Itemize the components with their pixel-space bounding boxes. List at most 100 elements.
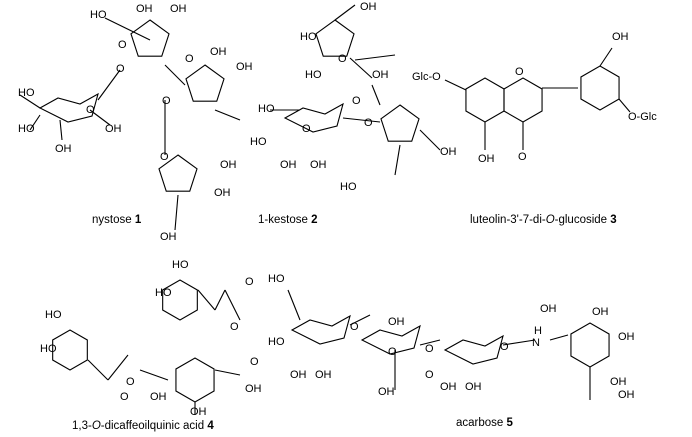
atom-label: OH bbox=[618, 331, 635, 343]
atom-label: N bbox=[532, 337, 540, 349]
atom-label: OH bbox=[388, 316, 405, 328]
atom-label: OH bbox=[315, 369, 332, 381]
bond bbox=[97, 69, 121, 101]
fructofuranose-ring bbox=[380, 104, 420, 142]
atom-label: O bbox=[126, 376, 135, 388]
atom-label: OH bbox=[465, 381, 482, 393]
bond bbox=[104, 17, 151, 41]
compound-name: -dicaffeoilquinic acid bbox=[100, 420, 205, 432]
sugar-ring bbox=[443, 334, 504, 365]
atom-label: O-Glc bbox=[628, 111, 657, 123]
bond bbox=[107, 354, 129, 381]
atom-label: O bbox=[118, 39, 127, 51]
atom-label: O bbox=[425, 343, 434, 355]
bond bbox=[349, 314, 371, 326]
bond bbox=[164, 64, 186, 86]
atom-label: O bbox=[515, 66, 524, 78]
caption-dicaffeoilquinic-acid: 1,3-O-dicaffeoilquinic acid 4 bbox=[72, 420, 214, 432]
atom-label: OH bbox=[236, 61, 253, 73]
bond bbox=[19, 94, 41, 109]
compound-number: 2 bbox=[311, 214, 318, 226]
sugar-ring bbox=[290, 314, 351, 345]
atom-label: OH bbox=[478, 153, 495, 165]
compound-name: 1-kestose bbox=[258, 214, 308, 226]
compound-number: 5 bbox=[506, 417, 513, 429]
atom-label: OH bbox=[105, 123, 122, 135]
compound-name-italic: O bbox=[91, 420, 101, 432]
caption-nystose: nystose 1 bbox=[92, 214, 141, 226]
compound-number: 1 bbox=[134, 214, 142, 226]
bond bbox=[139, 369, 169, 381]
caption-luteolin-glucoside: luteolin-3'-7-di-O-glucoside 3 bbox=[470, 214, 617, 226]
atom-label: O bbox=[250, 356, 259, 368]
cyclohexane-ring bbox=[175, 357, 215, 403]
atom-label: O bbox=[162, 95, 171, 107]
bond bbox=[342, 117, 381, 123]
bond bbox=[197, 289, 216, 311]
atom-label: O bbox=[352, 95, 361, 107]
atom-label: O bbox=[185, 53, 194, 65]
compound-name: luteolin-3'-7-di- bbox=[470, 214, 546, 226]
atom-label: OH bbox=[612, 31, 629, 43]
atom-label: OH bbox=[372, 69, 389, 81]
atom-label: OH bbox=[610, 376, 627, 388]
atom-label: OH bbox=[290, 369, 307, 381]
bond bbox=[334, 4, 356, 21]
atom-label: OH bbox=[618, 389, 635, 401]
atom-label: OH bbox=[210, 46, 227, 58]
compound-name-suffix: -glucoside bbox=[554, 214, 608, 226]
atom-label: HO bbox=[40, 343, 57, 355]
atom-label: O bbox=[120, 391, 129, 403]
atom-label: HO bbox=[172, 259, 189, 271]
compound-name-italic: O bbox=[545, 214, 555, 226]
atom-label: OH bbox=[378, 386, 395, 398]
bond bbox=[214, 289, 226, 311]
bond bbox=[549, 334, 569, 341]
caffeoyl-ring bbox=[52, 329, 88, 371]
caption-1-kestose: 1-kestose 2 bbox=[258, 214, 317, 226]
bond bbox=[354, 54, 396, 61]
atom-label: O bbox=[364, 117, 373, 129]
atom-label: OH bbox=[310, 159, 327, 171]
atom-label: HO bbox=[155, 287, 172, 299]
bond bbox=[371, 84, 381, 106]
atom-label: OH bbox=[360, 1, 377, 13]
atom-label: OH bbox=[440, 381, 457, 393]
atom-label: OH bbox=[190, 406, 207, 418]
compound-number: 4 bbox=[207, 420, 214, 432]
bond bbox=[89, 109, 111, 126]
atom-label: O bbox=[350, 321, 359, 333]
atom-label: OH bbox=[160, 231, 177, 243]
atom-label: O bbox=[425, 369, 434, 381]
atom-label: O bbox=[338, 53, 347, 65]
atom-label: HO bbox=[305, 69, 322, 81]
caption-acarbose: acarbose 5 bbox=[456, 417, 513, 429]
atom-label: O bbox=[160, 151, 169, 163]
atom-label: OH bbox=[136, 3, 153, 15]
atom-label: OH bbox=[220, 159, 237, 171]
fructofuranose-ring bbox=[185, 64, 225, 102]
bond bbox=[29, 114, 41, 131]
bond bbox=[174, 194, 179, 231]
atom-label: OH bbox=[170, 3, 187, 15]
compound-number: 3 bbox=[610, 214, 617, 226]
bond bbox=[87, 359, 109, 381]
flavone-ring-a bbox=[465, 77, 505, 123]
cyclohexene-ring bbox=[570, 322, 610, 368]
bond bbox=[59, 119, 63, 141]
atom-label: O bbox=[86, 104, 95, 116]
atom-label: OH bbox=[55, 143, 72, 155]
atom-label: OH bbox=[540, 303, 557, 315]
atom-label: O bbox=[302, 123, 311, 135]
compound-name-prefix: 1,3- bbox=[72, 420, 92, 432]
glucose-ring bbox=[38, 92, 99, 123]
catechol-ring bbox=[580, 65, 620, 111]
atom-label: H bbox=[534, 325, 542, 337]
fructofuranose-ring bbox=[158, 154, 198, 192]
bond bbox=[502, 339, 536, 346]
atom-label: O bbox=[388, 346, 397, 358]
bond bbox=[224, 289, 241, 321]
compound-name: acarbose bbox=[456, 417, 504, 429]
atom-label: HO bbox=[90, 9, 107, 21]
flavone-ring-c bbox=[503, 77, 543, 123]
